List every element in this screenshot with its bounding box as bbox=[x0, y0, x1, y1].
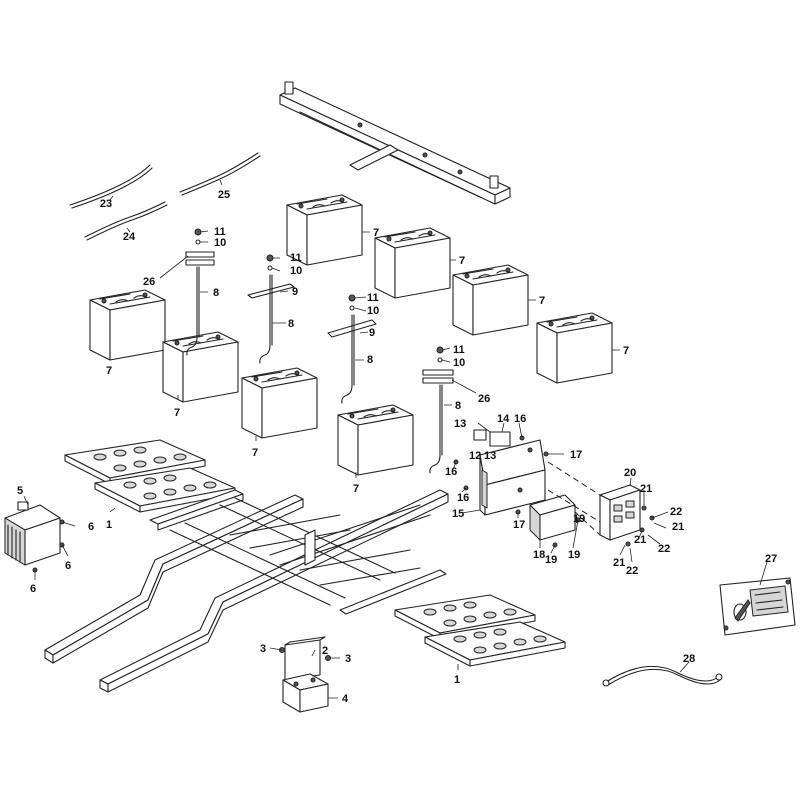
callout-label: 19 bbox=[545, 554, 557, 566]
callout-label: 7 bbox=[174, 407, 180, 419]
callout-label: 21 bbox=[613, 557, 625, 569]
callout-label: 7 bbox=[252, 447, 258, 459]
callout-label: 21 bbox=[672, 521, 684, 533]
cable-25 bbox=[179, 152, 261, 196]
bracket-assembly bbox=[279, 636, 331, 681]
callout-label: 8 bbox=[455, 400, 461, 412]
callout-label: 10 bbox=[453, 357, 465, 369]
callout-label: 7 bbox=[623, 345, 629, 357]
callout-label: 1 bbox=[454, 674, 460, 686]
callout-label: 11 bbox=[453, 344, 465, 356]
callout-label: 1 bbox=[106, 519, 112, 531]
callout-label: 6 bbox=[65, 560, 71, 572]
callout-label: 21 bbox=[640, 483, 652, 495]
callout-label: 8 bbox=[213, 287, 219, 299]
callout-label: 2 bbox=[322, 645, 328, 657]
callout-label: 8 bbox=[367, 354, 373, 366]
callout-label: 10 bbox=[367, 305, 379, 317]
callout-label: 3 bbox=[260, 643, 266, 655]
callout-label: 13 bbox=[454, 418, 466, 430]
battery bbox=[536, 312, 613, 384]
top-rail bbox=[279, 81, 511, 205]
battery bbox=[162, 331, 239, 403]
callout-label: 16 bbox=[445, 466, 457, 478]
callout-label: 6 bbox=[30, 583, 36, 595]
callout-label: 11 bbox=[290, 252, 302, 264]
callout-label: 7 bbox=[539, 295, 545, 307]
callout-label: 16 bbox=[514, 413, 526, 425]
callout-label: 23 bbox=[100, 198, 112, 210]
fuse-box bbox=[599, 484, 655, 547]
callout-label: 5 bbox=[17, 485, 23, 497]
cable-24 bbox=[84, 201, 168, 241]
callout-label: 18 bbox=[533, 549, 545, 561]
callout-label: 10 bbox=[290, 265, 302, 277]
callout-label: 3 bbox=[345, 653, 351, 665]
battery bbox=[452, 264, 529, 336]
callout-label: 14 bbox=[497, 413, 510, 425]
callout-label: 28 bbox=[683, 653, 695, 665]
callout-label: 7 bbox=[459, 255, 465, 267]
cable-28 bbox=[602, 665, 723, 687]
callout-label: 11 bbox=[367, 292, 379, 304]
callout-labels: 23 24 25 11 10 26 8 11 10 9 8 11 10 9 8 … bbox=[17, 189, 777, 705]
callout-label: 8 bbox=[288, 318, 294, 330]
callout-label: 25 bbox=[218, 189, 230, 201]
cable-23 bbox=[69, 164, 153, 209]
dash-panel bbox=[719, 577, 796, 636]
callout-label: 4 bbox=[342, 693, 349, 705]
callout-label: 7 bbox=[106, 365, 112, 377]
callout-label: 17 bbox=[513, 519, 525, 531]
controller-box bbox=[282, 673, 329, 713]
callout-label: 21 bbox=[634, 534, 646, 546]
callout-label: 10 bbox=[214, 237, 226, 249]
resistor-block bbox=[529, 494, 581, 548]
callout-label: 16 bbox=[457, 492, 469, 504]
callout-label: 7 bbox=[353, 483, 359, 495]
battery bbox=[374, 227, 451, 299]
callout-label: 26 bbox=[143, 276, 155, 288]
battery bbox=[89, 289, 166, 361]
callout-label: 22 bbox=[658, 543, 670, 555]
callout-label: 17 bbox=[570, 449, 582, 461]
charger-unit bbox=[4, 501, 65, 573]
callout-label: 6 bbox=[88, 521, 94, 533]
callout-label: 24 bbox=[123, 231, 136, 243]
battery bbox=[337, 404, 414, 476]
controller-panel bbox=[453, 429, 549, 516]
callout-label: 9 bbox=[292, 286, 298, 298]
callout-label: 26 bbox=[478, 393, 490, 405]
leader-lines bbox=[23, 179, 768, 699]
callout-label: 13 bbox=[484, 450, 496, 462]
battery bbox=[241, 367, 318, 439]
callout-label: 11 bbox=[214, 226, 226, 238]
callout-label: 19 bbox=[568, 549, 580, 561]
hold-down-assembly bbox=[185, 228, 454, 474]
callout-label: 22 bbox=[670, 506, 682, 518]
callout-label: 20 bbox=[624, 467, 636, 479]
callout-label: 22 bbox=[626, 565, 638, 577]
callout-label: 15 bbox=[452, 508, 464, 520]
callout-label: 27 bbox=[765, 553, 777, 565]
callout-label: 7 bbox=[373, 227, 379, 239]
callout-label: 9 bbox=[369, 327, 375, 339]
callout-label: 19 bbox=[573, 513, 585, 525]
chassis-frame bbox=[44, 489, 449, 693]
callout-label: 12 bbox=[469, 450, 481, 462]
